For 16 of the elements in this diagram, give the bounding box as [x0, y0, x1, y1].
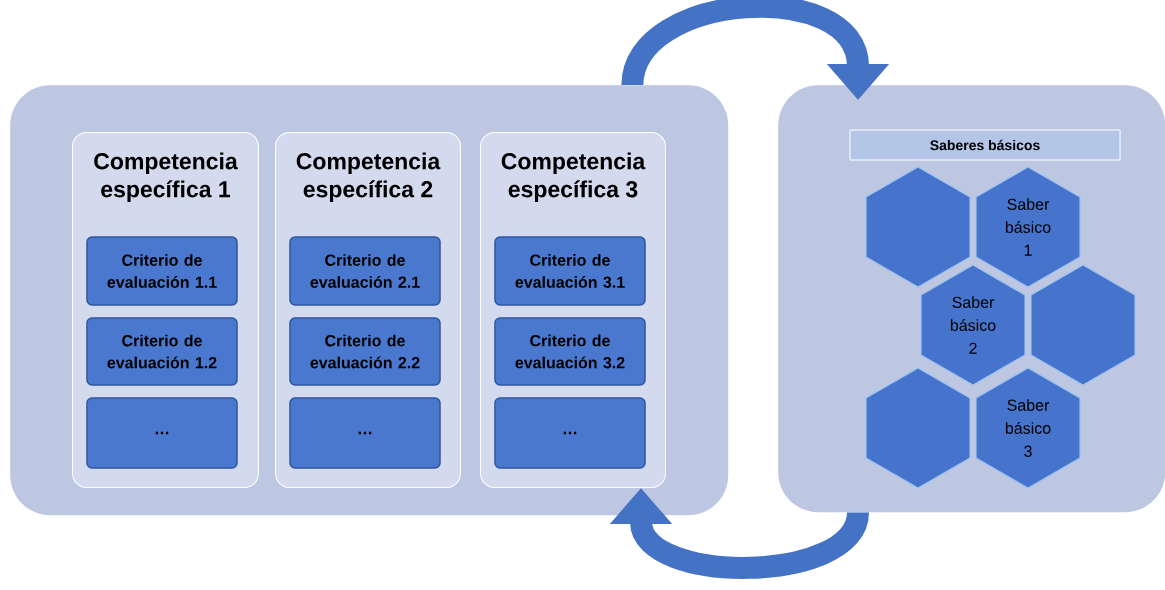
criterion-box: Criterio de evaluación 2.1	[289, 236, 441, 306]
criterion-box: Criterio de evaluación 3.2	[494, 317, 646, 386]
criterion-box: …	[86, 397, 238, 469]
hexagon	[865, 166, 971, 288]
criterion-box: …	[289, 397, 441, 469]
criterion-box: …	[494, 397, 646, 469]
hexagon: Saber básico 3	[975, 367, 1081, 489]
criterion-box: Criterio de evaluación 1.1	[86, 236, 238, 306]
header-bar: Saberes básicos	[849, 129, 1121, 161]
criterion-box: Criterio de evaluación 3.1	[494, 236, 646, 306]
criterion-box: Criterio de evaluación 2.2	[289, 317, 441, 386]
hexagon: Saber básico 2	[920, 264, 1026, 386]
hexagon	[1030, 264, 1136, 386]
criterion-box: Criterio de evaluación 1.2	[86, 317, 238, 386]
hexagon	[865, 367, 971, 489]
hexagon: Saber básico 1	[975, 166, 1081, 288]
